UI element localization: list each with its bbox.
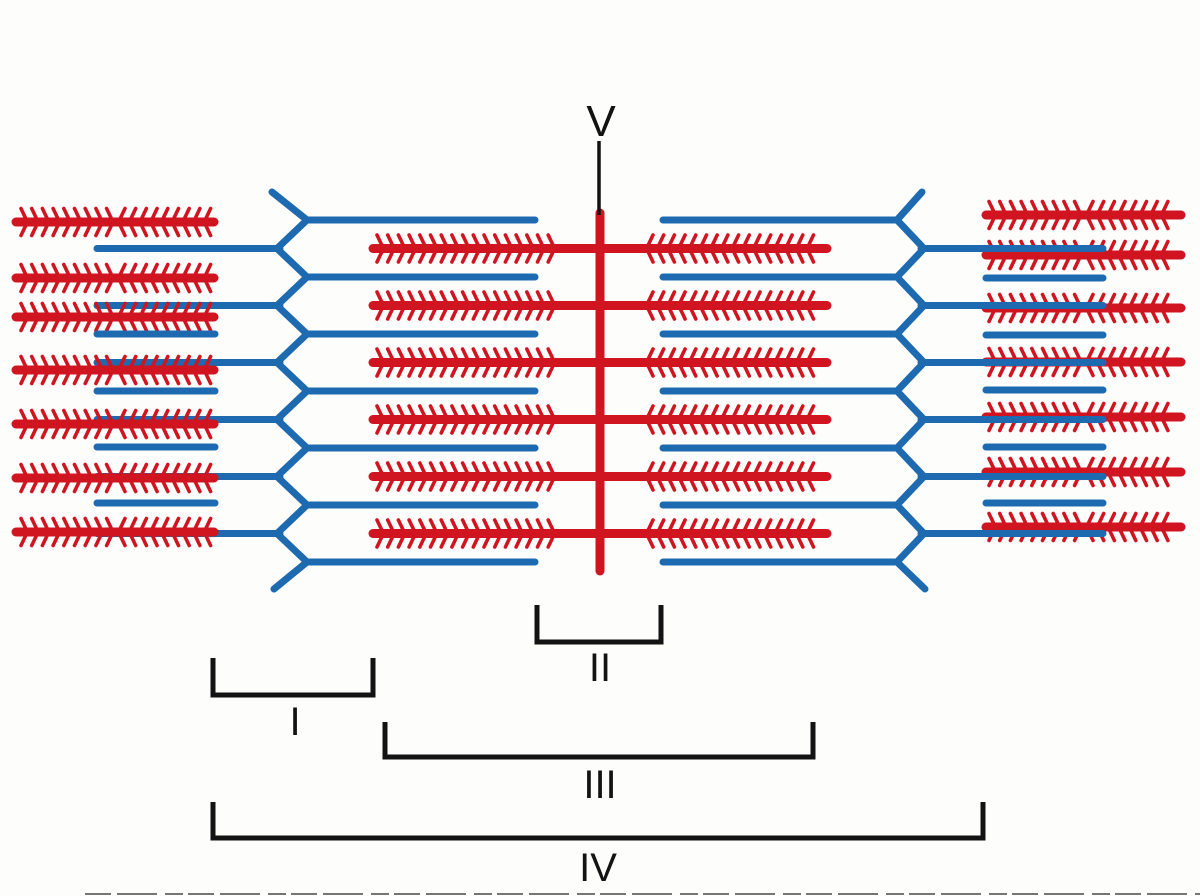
measure-brackets xyxy=(210,605,986,841)
myosin-crossbridges xyxy=(375,518,816,549)
myosin-crossbridges xyxy=(987,456,1170,488)
myosin-crossbridges xyxy=(375,404,816,435)
label-ii: II xyxy=(589,646,611,690)
myosin-crossbridges xyxy=(987,292,1170,324)
myosin-crossbridges xyxy=(19,408,213,440)
myosin-crossbridges xyxy=(19,301,213,333)
markers xyxy=(85,141,1200,895)
myosin-crossbridges xyxy=(19,516,213,548)
bracket xyxy=(382,722,816,760)
myosin-crossbridges xyxy=(987,401,1170,433)
label-v: V xyxy=(586,97,616,146)
myosin-crossbridges xyxy=(19,262,213,294)
z-discs xyxy=(268,188,929,593)
bracket xyxy=(534,605,664,645)
label-iv: IV xyxy=(579,846,617,890)
myosin-crossbridges xyxy=(987,199,1170,231)
z-disc-left xyxy=(268,188,311,593)
actin-filaments xyxy=(93,216,1107,566)
myosin-filaments-right xyxy=(981,199,1186,543)
z-disc-right xyxy=(893,188,929,593)
myosin-crossbridges xyxy=(19,354,213,386)
label-i: I xyxy=(289,700,300,744)
actin-filaments-right-long xyxy=(917,245,1107,537)
label-iii: III xyxy=(583,763,616,807)
myosin-crossbridges xyxy=(987,346,1170,378)
myosin-filaments-left xyxy=(11,206,219,548)
myosin-crossbridges xyxy=(375,233,816,264)
myosin-crossbridges xyxy=(19,462,213,494)
bracket xyxy=(210,802,986,841)
myosin-crossbridges xyxy=(375,461,816,492)
myosin-crossbridges xyxy=(19,206,213,238)
bracket xyxy=(210,658,376,698)
myosin-crossbridges xyxy=(375,290,816,321)
myosin-crossbridges xyxy=(375,347,816,378)
